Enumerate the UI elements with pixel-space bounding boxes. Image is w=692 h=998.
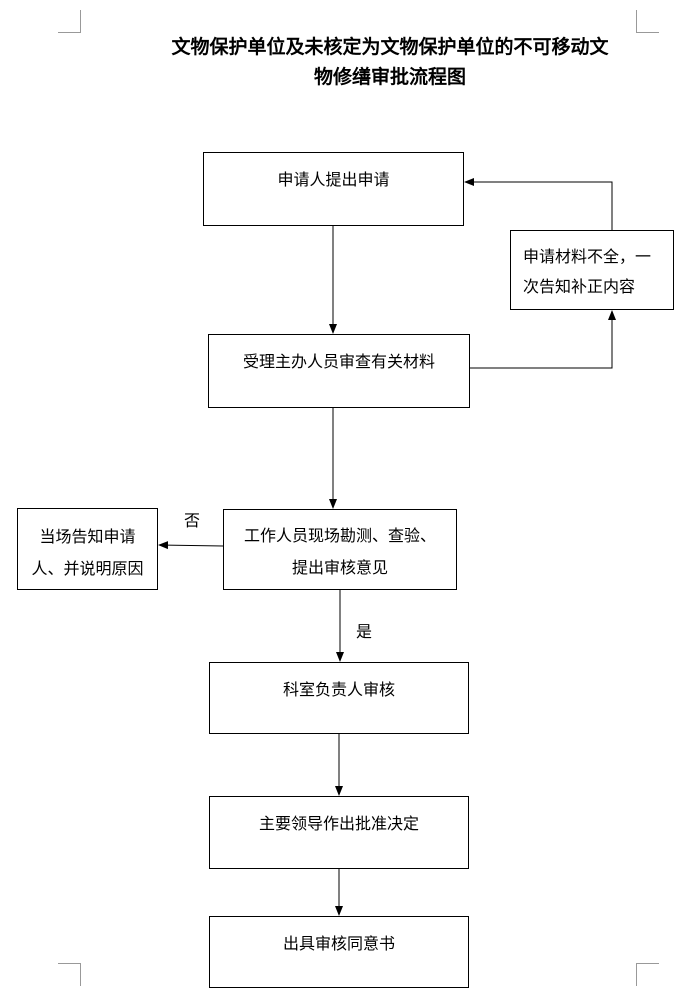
page-corner-mark-top-right [636,10,659,33]
step-site-survey: 工作人员现场勘测、查验、 提出审核意见 [223,509,457,590]
step-section-head-review: 科室负责人审核 [209,662,469,734]
branch-label-no: 否 [184,511,201,530]
step-review-materials-label: 受理主办人员审查有关材料 [242,352,435,371]
arrow-incomplete-to-apply [464,178,613,230]
arrow-review-to-incomplete [470,310,616,369]
step-section-head-review-label: 科室负责人审核 [282,680,395,699]
step-applicant-submits-label: 申请人提出申请 [277,170,390,189]
step-leader-approval-label: 主要领导作出批准决定 [258,814,419,833]
branch-label-yes: 是 [356,622,373,641]
step-materials-incomplete-line-2: 次告知补正内容 [523,277,636,296]
step-materials-incomplete-line-1: 申请材料不全，一 [523,247,652,266]
step-notify-rejection-line-1: 当场告知申请 [39,527,136,546]
page-corner-mark-top-left [58,10,81,33]
step-applicant-submits: 申请人提出申请 [203,152,464,226]
title-line-1: 文物保护单位及未核定为文物保护单位的不可移动文 [171,36,609,58]
page-corner-mark-bottom-left [58,963,81,986]
arrow-survey-to-refuse [158,541,224,550]
step-site-survey-line-1: 工作人员现场勘测、查验、 [243,526,436,545]
step-notify-rejection: 当场告知申请 人、并说明原因 [17,508,158,590]
step-leader-approval: 主要领导作出批准决定 [209,796,469,869]
step-site-survey-line-2: 提出审核意见 [291,558,388,577]
step-review-materials: 受理主办人员审查有关材料 [208,334,470,408]
page-corner-mark-bottom-right [636,963,659,986]
step-issue-approval-letter-label: 出具审核同意书 [282,934,395,953]
step-issue-approval-letter: 出具审核同意书 [209,916,469,988]
title-line-2: 物修缮审批流程图 [313,66,466,88]
page-title: 文物保护单位及未核定为文物保护单位的不可移动文 物修缮审批流程图 [130,32,650,92]
step-materials-incomplete: 申请材料不全，一 次告知补正内容 [510,230,674,310]
step-notify-rejection-line-2: 人、并说明原因 [31,559,144,578]
